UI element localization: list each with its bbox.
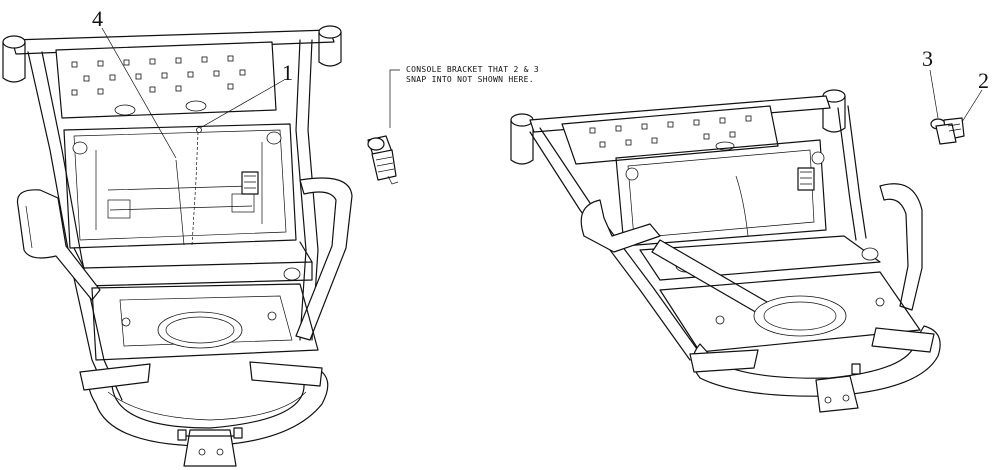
left-hand-loop-right xyxy=(295,177,353,341)
right-wire-harness xyxy=(735,175,749,237)
callout-4: 4 xyxy=(92,6,103,31)
right-plate-slots xyxy=(589,115,752,148)
left-plate-slots xyxy=(71,55,246,96)
right-hitch xyxy=(815,375,859,413)
callout-2: 2 xyxy=(978,68,989,93)
left-switch-component xyxy=(367,135,399,185)
note-line-1: CONSOLE BRACKET THAT 2 & 3 xyxy=(406,65,539,74)
right-frame-assembly xyxy=(510,89,941,413)
right-switch-component xyxy=(930,117,965,145)
left-hitch xyxy=(183,429,237,467)
note-line-2: SNAP INTO NOT SHOWN HERE. xyxy=(406,75,534,84)
right-switch-mount xyxy=(797,167,815,191)
left-foot-loop xyxy=(88,367,329,447)
right-hand-loop-left xyxy=(580,199,661,253)
left-seat-platform xyxy=(91,283,319,361)
left-wire-harness xyxy=(191,131,199,246)
right-foot-loop xyxy=(692,325,941,397)
left-frame-assembly xyxy=(2,25,353,467)
left-top-crossbar xyxy=(11,29,335,55)
left-post-right xyxy=(318,25,342,39)
right-seat-platform xyxy=(659,271,921,353)
callout-3: 3 xyxy=(922,46,933,71)
callout-leaders xyxy=(101,27,983,159)
callout-1: 1 xyxy=(282,60,293,85)
right-housing xyxy=(615,139,827,247)
left-hand-loop-left xyxy=(16,189,101,301)
left-post-left xyxy=(2,35,26,49)
left-housing xyxy=(63,123,297,249)
left-control-plate xyxy=(55,41,277,119)
left-switch-mount xyxy=(241,171,259,195)
right-hand-loop-right xyxy=(879,183,923,311)
